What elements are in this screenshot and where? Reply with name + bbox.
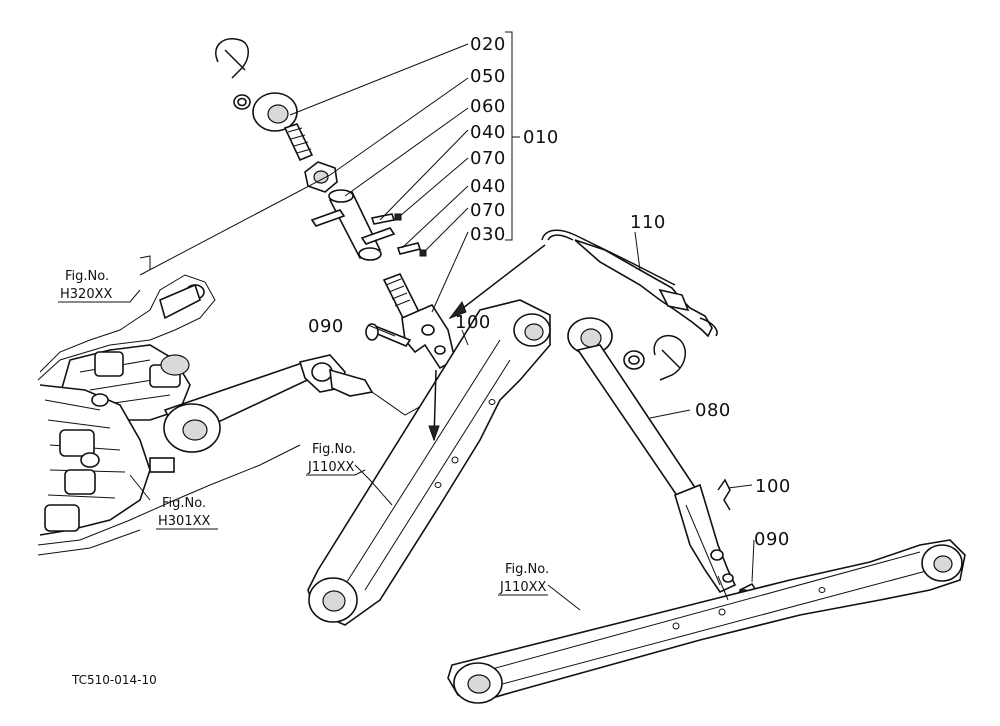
right-lower-link <box>447 539 966 704</box>
lift-rod-assembly <box>215 38 472 370</box>
fig-ref-4-title: Fig.No. <box>505 562 549 577</box>
callout-100-a: 100 <box>455 312 491 333</box>
callout-070-a: 070 <box>470 148 506 169</box>
callout-020: 020 <box>470 34 506 55</box>
fig-ref-2-code: J110XX <box>307 460 355 475</box>
callout-040-b: 040 <box>470 176 506 197</box>
lift-rod-080 <box>567 317 764 608</box>
callout-110: 110 <box>630 212 666 233</box>
callout-040-a: 040 <box>470 122 506 143</box>
check-rod-110 <box>541 229 718 338</box>
tractor-housing <box>37 274 501 556</box>
figure-code-caption: TC510-014-10 <box>71 673 157 687</box>
callout-080: 080 <box>695 400 731 421</box>
leader-lines <box>129 31 755 611</box>
fig-references: Fig.No. H320XX Fig.No. J110XX Fig.No. H3… <box>58 269 549 596</box>
callout-090-a: 090 <box>308 316 344 337</box>
fig-ref-3-code: H301XX <box>158 514 210 529</box>
callout-labels: 020 050 060 040 070 040 070 030 010 110 … <box>308 34 791 550</box>
callout-090-b: 090 <box>754 529 790 550</box>
callout-070-b: 070 <box>470 200 506 221</box>
callout-030: 030 <box>470 224 506 245</box>
left-lower-link <box>307 299 551 626</box>
callout-060: 060 <box>470 96 506 117</box>
callout-100-b: 100 <box>755 476 791 497</box>
fig-ref-2-title: Fig.No. <box>312 442 356 457</box>
callout-010: 010 <box>523 127 559 148</box>
fig-ref-3-title: Fig.No. <box>162 496 206 511</box>
fig-ref-1-code: H320XX <box>60 287 112 302</box>
fig-ref-1-title: Fig.No. <box>65 269 109 284</box>
callout-050: 050 <box>470 66 506 87</box>
fig-ref-4-code: J110XX <box>499 580 547 595</box>
